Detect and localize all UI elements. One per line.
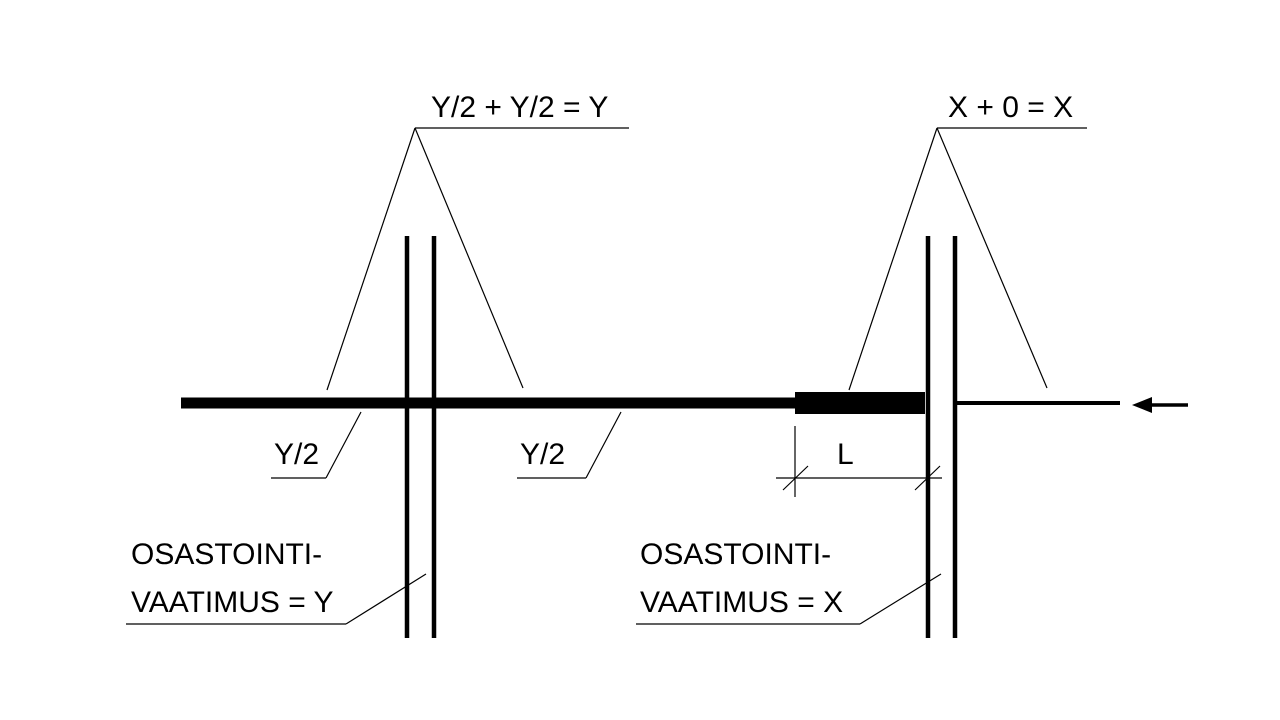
arrow-left-icon [1132,397,1188,413]
arrow-head [1132,397,1152,413]
left-total-leader-left [326,127,416,391]
right-total-leader-right [936,127,1048,389]
left-requirement-line-1: OSASTOINTI- [131,538,322,571]
right-total-label: X + 0 = X [948,91,1073,124]
right-wall [925,236,958,638]
left-half-2-label: Y/2 [520,438,565,471]
right-requirement-callout: OSASTOINTI- VAATIMUS = X [636,538,942,625]
right-requirement-line-1: OSASTOINTI- [640,538,831,571]
left-half-1-callout: Y/2 [271,411,362,479]
left-half-2-callout: Y/2 [517,411,622,479]
left-half-1-leader [325,411,362,479]
left-requirement-leader [345,573,427,625]
length-label: L [837,438,854,471]
pipe-insulation-block [795,392,925,414]
left-requirement-callout: OSASTOINTI- VAATIMUS = Y [126,538,427,625]
left-total-label: Y/2 + Y/2 = Y [431,91,608,124]
length-tick-left [782,465,809,491]
left-requirement-line-2: VAATIMUS = Y [131,586,334,619]
left-total-leader-right [414,127,524,389]
left-total-callout: Y/2 + Y/2 = Y [326,91,629,391]
left-wall [404,236,437,638]
left-half-2-leader [585,411,622,479]
right-total-callout: X + 0 = X [848,91,1087,391]
length-tick-right [914,465,941,491]
left-half-1-label: Y/2 [274,438,319,471]
length-dimension: L [776,426,942,497]
right-requirement-line-2: VAATIMUS = X [640,586,843,619]
right-requirement-leader [859,573,942,625]
pipe [181,392,1120,414]
right-total-leader-left [848,127,938,391]
